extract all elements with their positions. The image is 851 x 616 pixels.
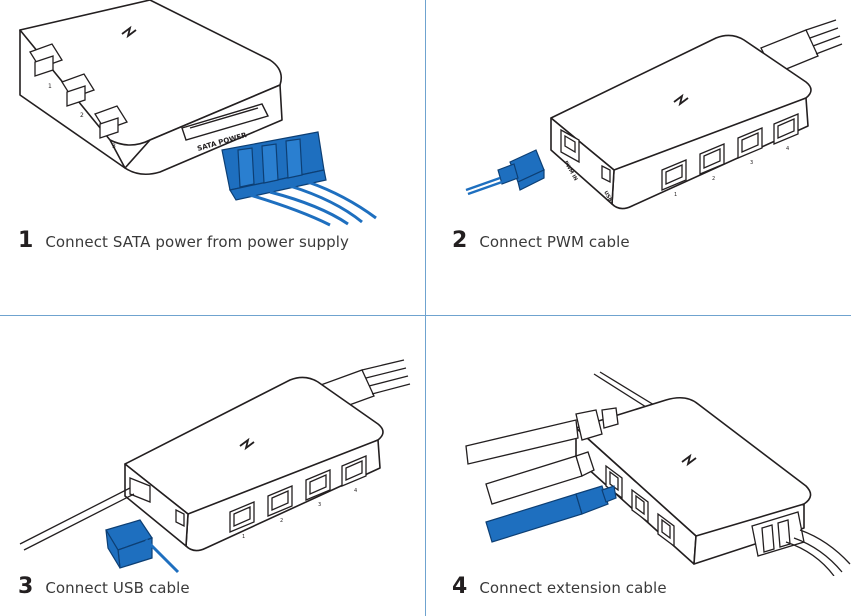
svg-text:1: 1 <box>48 83 52 90</box>
step-2-panel: PWM IN USB 1 2 3 4 <box>426 0 851 315</box>
logo-icon <box>681 453 697 467</box>
step-number: 1 <box>18 228 34 253</box>
step-number: 2 <box>452 228 468 253</box>
step-2-caption: 2 Connect PWM cable <box>452 228 630 253</box>
step-1-panel: 1 2 3 SATA POWER <box>0 0 425 315</box>
logo-icon <box>673 93 689 107</box>
step-number: 4 <box>452 574 468 599</box>
step-4-caption: 4 Connect extension cable <box>452 574 667 599</box>
step-number: 3 <box>18 574 34 599</box>
svg-text:1: 1 <box>674 192 677 198</box>
svg-text:4: 4 <box>786 146 789 152</box>
step-3-panel: 1 2 3 4 3 Conn <box>0 316 425 616</box>
logo-icon <box>121 25 137 39</box>
svg-text:4: 4 <box>354 488 357 494</box>
usb-port-label: USB <box>602 190 613 203</box>
step-text: Connect extension cable <box>479 579 667 597</box>
step-1-caption: 1 Connect SATA power from power supply <box>18 228 349 253</box>
horizontal-divider <box>0 315 851 316</box>
svg-text:1: 1 <box>242 534 245 540</box>
usb-cable-illustration: 1 2 3 4 <box>19 359 411 574</box>
step-text: Connect USB cable <box>45 579 190 597</box>
svg-text:3: 3 <box>318 502 321 508</box>
svg-text:3: 3 <box>750 160 753 166</box>
svg-text:2: 2 <box>280 518 283 524</box>
extension-cable-illustration <box>465 371 851 576</box>
step-text: Connect PWM cable <box>479 233 630 251</box>
step-text: Connect SATA power from power supply <box>45 233 349 251</box>
step-4-panel: 4 Connect extension cable <box>426 316 851 616</box>
svg-text:3: 3 <box>112 143 116 150</box>
svg-text:2: 2 <box>712 176 715 182</box>
vertical-divider <box>425 0 426 616</box>
svg-text:2: 2 <box>80 112 84 119</box>
step-3-caption: 3 Connect USB cable <box>18 574 190 599</box>
sata-power-illustration: 1 2 3 SATA POWER <box>19 0 377 227</box>
pwm-cable-illustration: PWM IN USB 1 2 3 4 <box>465 19 843 210</box>
logo-icon <box>239 437 255 451</box>
